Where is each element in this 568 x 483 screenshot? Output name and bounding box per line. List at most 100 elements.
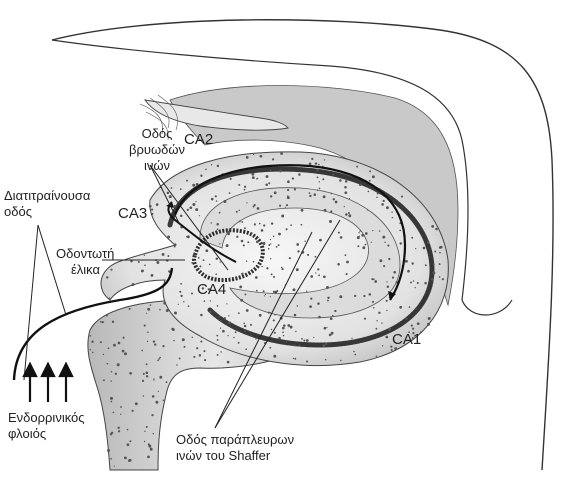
- stipple-dot: [180, 188, 182, 190]
- stipple-dot: [298, 173, 301, 176]
- stipple-dot: [294, 188, 296, 190]
- stipple-dot: [108, 348, 110, 350]
- stipple-dot: [174, 312, 177, 315]
- stipple-dot: [344, 191, 347, 194]
- stipple-dot: [157, 360, 159, 362]
- stipple-dot: [200, 314, 201, 315]
- stipple-dot: [244, 331, 246, 333]
- stipple-dot: [226, 303, 227, 304]
- stipple-dot: [274, 191, 277, 194]
- stipple-dot: [294, 358, 296, 360]
- stipple-dot: [415, 287, 416, 288]
- stipple-dot: [180, 283, 182, 285]
- stipple-dot: [376, 356, 378, 358]
- stipple-dot: [412, 262, 414, 264]
- stipple-dot: [339, 179, 342, 182]
- stipple-dot: [339, 295, 342, 298]
- stipple-dot: [236, 236, 238, 238]
- stipple-dot: [435, 228, 438, 231]
- stipple-dot: [371, 242, 372, 243]
- stipple-dot: [387, 285, 389, 287]
- stipple-dot: [439, 252, 441, 254]
- stipple-dot: [144, 441, 145, 442]
- stipple-dot: [331, 193, 333, 195]
- stipple-dot: [144, 430, 145, 431]
- stipple-dot: [199, 215, 200, 216]
- stipple-dot: [238, 342, 240, 344]
- stipple-dot: [129, 440, 131, 442]
- stipple-dot: [174, 246, 176, 248]
- stipple-dot: [239, 286, 242, 289]
- stipple-dot: [383, 200, 385, 202]
- stipple-dot: [373, 307, 375, 309]
- stipple-dot: [229, 192, 231, 194]
- stipple-dot: [123, 337, 125, 339]
- stipple-dot: [244, 293, 246, 295]
- stipple-dot: [432, 271, 435, 274]
- stipple-dot: [180, 295, 182, 297]
- stipple-dot: [227, 232, 230, 235]
- stipple-dot: [222, 330, 225, 333]
- stipple-dot: [203, 259, 205, 261]
- stipple-dot: [256, 290, 258, 292]
- stipple-dot: [91, 341, 93, 343]
- stipple-dot: [369, 170, 371, 172]
- stipple-dot: [386, 310, 387, 311]
- stipple-dot: [431, 278, 434, 281]
- stipple-dot: [167, 255, 169, 257]
- stipple-dot: [257, 178, 259, 180]
- stipple-dot: [110, 433, 112, 435]
- stipple-dot: [250, 335, 251, 336]
- stipple-dot: [167, 236, 170, 239]
- stipple-dot: [151, 213, 153, 215]
- stipple-dot: [301, 224, 303, 226]
- stipple-dot: [200, 340, 202, 342]
- stipple-dot: [272, 158, 274, 160]
- stipple-dot: [251, 173, 254, 176]
- stipple-dot: [358, 232, 359, 233]
- stipple-dot: [243, 244, 245, 246]
- stipple-dot: [124, 352, 127, 355]
- stipple-dot: [158, 391, 159, 392]
- stipple-dot: [263, 290, 265, 292]
- stipple-dot: [323, 195, 326, 198]
- stipple-dot: [340, 236, 343, 239]
- stipple-dot: [311, 158, 313, 160]
- stipple-dot: [346, 261, 349, 264]
- stipple-dot: [282, 268, 284, 270]
- stipple-dot: [278, 244, 280, 246]
- stipple-dot: [182, 338, 185, 341]
- stipple-dot: [374, 280, 377, 283]
- stipple-dot: [219, 316, 221, 318]
- stipple-dot: [173, 340, 174, 341]
- stipple-dot: [201, 337, 202, 338]
- stipple-dot: [270, 258, 271, 259]
- stipple-dot: [338, 232, 340, 234]
- stipple-dot: [270, 296, 271, 297]
- stipple-dot: [268, 244, 270, 246]
- stipple-dot: [306, 291, 307, 292]
- stipple-dot: [120, 406, 122, 408]
- stipple-dot: [439, 246, 442, 249]
- stipple-dot: [322, 178, 324, 180]
- stipple-dot: [216, 335, 218, 337]
- stipple-dot: [332, 173, 334, 175]
- stipple-dot: [268, 182, 270, 184]
- stipple-dot: [356, 166, 358, 168]
- stipple-dot: [399, 306, 402, 309]
- stipple-dot: [324, 209, 327, 212]
- stipple-dot: [413, 280, 414, 281]
- stipple-dot: [392, 217, 394, 219]
- stipple-dot: [151, 274, 154, 277]
- stipple-dot: [203, 350, 205, 352]
- stipple-dot: [129, 308, 131, 310]
- stipple-dot: [241, 273, 243, 275]
- stipple-dot: [270, 243, 271, 244]
- stipple-dot: [265, 184, 268, 187]
- stipple-dot: [156, 261, 159, 264]
- stipple-dot: [210, 182, 212, 184]
- stipple-dot: [351, 338, 352, 339]
- stipple-dot: [410, 282, 412, 284]
- stipple-dot: [144, 325, 146, 327]
- stipple-dot: [154, 343, 156, 345]
